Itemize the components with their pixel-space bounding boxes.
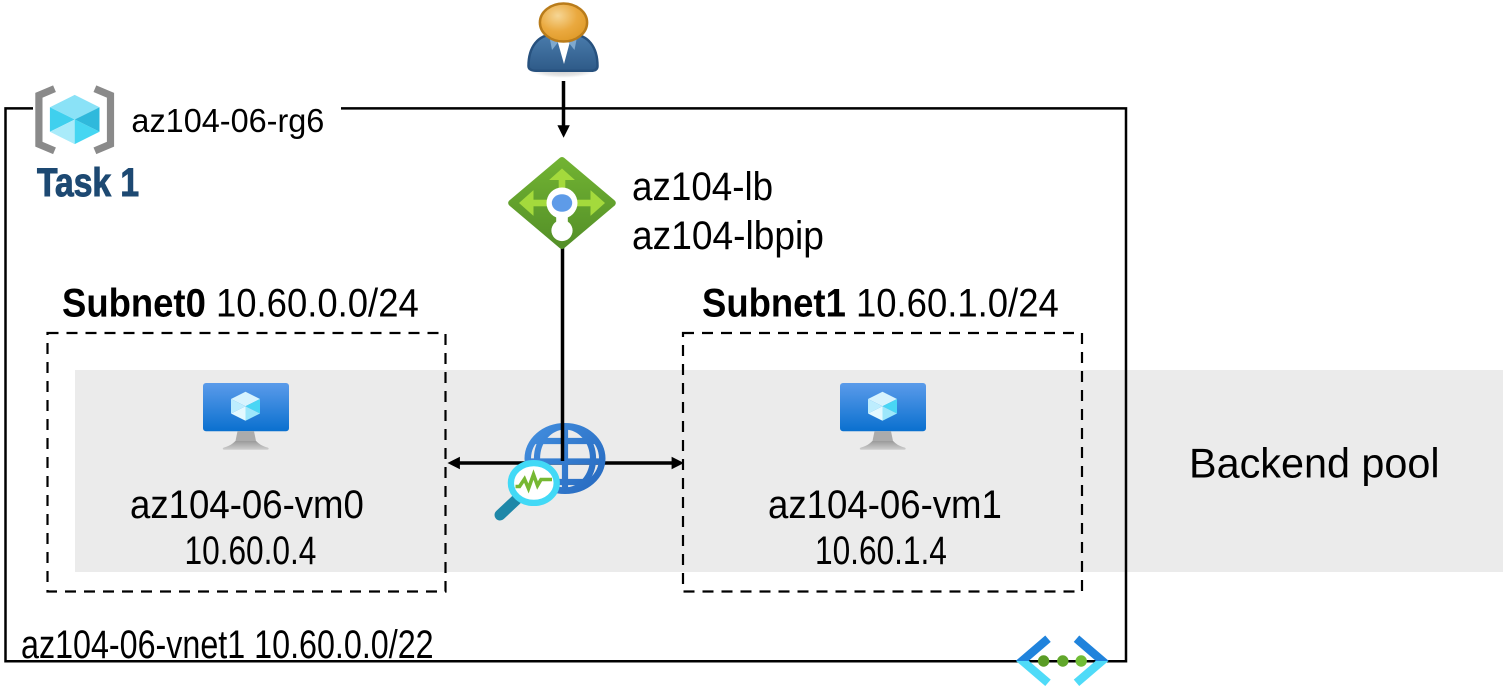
svg-text:az104-06-vm0: az104-06-vm0 [130, 483, 364, 528]
svg-text:10.60.0.4: 10.60.0.4 [185, 527, 317, 572]
svg-text:az104-06-rg6: az104-06-rg6 [131, 102, 324, 139]
svg-text:az104-lbpip: az104-lbpip [632, 214, 824, 259]
svg-text:az104-06-vnet1 10.60.0.0/22: az104-06-vnet1 10.60.0.0/22 [21, 622, 434, 667]
svg-text:Subnet1 10.60.1.0/24: Subnet1 10.60.1.0/24 [702, 281, 1059, 326]
svg-text:10.60.1.4: 10.60.1.4 [815, 527, 947, 572]
svg-text:Task 1: Task 1 [37, 160, 139, 204]
svg-text:az104-06-vm1: az104-06-vm1 [768, 483, 1002, 528]
svg-text:Subnet0 10.60.0.0/24: Subnet0 10.60.0.0/24 [62, 281, 419, 326]
svg-text:Backend pool: Backend pool [1189, 439, 1440, 486]
svg-text:az104-lb: az104-lb [632, 165, 773, 210]
